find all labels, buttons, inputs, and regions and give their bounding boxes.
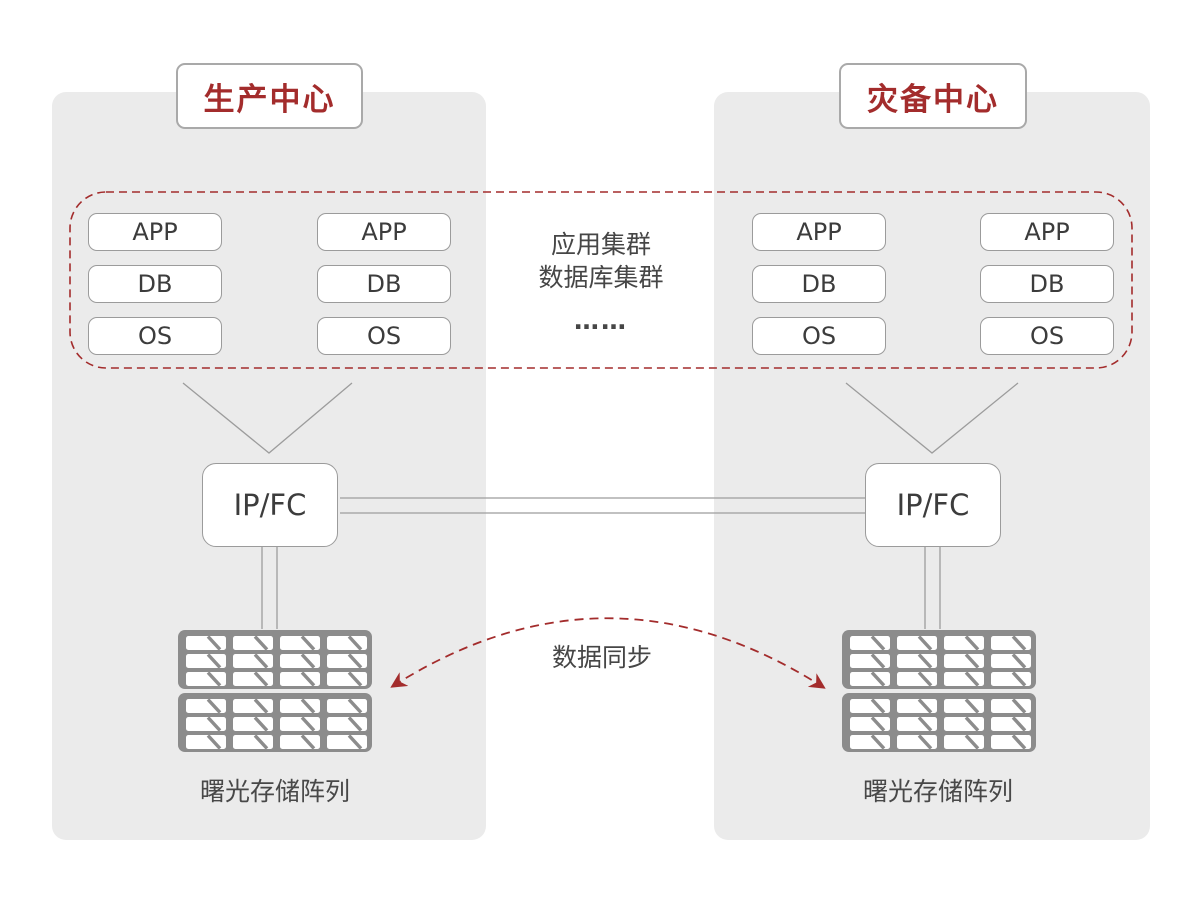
disaster-center-title: 灾备中心 [839,63,1027,129]
os-node: OS [88,317,222,355]
data-sync-label: 数据同步 [551,643,652,672]
cluster-annotation-line2: 数据库集群 [538,263,664,292]
storage-array-icon [842,630,1036,752]
app-node: APP [317,213,451,251]
app-node: APP [980,213,1114,251]
storage-array-label: 曙光存储阵列 [199,777,350,806]
cluster-to-switch-right-connector [845,382,1019,454]
storage-array-icon [178,630,372,752]
db-node: DB [317,265,451,303]
cluster-annotation: 应用集群 数据库集群 …… [500,228,702,337]
production-center-title: 生产中心 [176,63,363,129]
storage-array-label: 曙光存储阵列 [862,777,1013,806]
switch-to-switch-link [340,497,865,514]
db-node: DB [752,265,886,303]
cluster-annotation-line1: 应用集群 [550,230,651,259]
ipfc-switch-node: IP/FC [202,463,338,547]
app-node: APP [88,213,222,251]
switch-to-storage-left-link [261,547,278,629]
switch-to-storage-right-link [924,547,941,629]
cluster-annotation-ellipsis: …… [574,306,628,335]
os-node: OS [317,317,451,355]
ipfc-switch-node: IP/FC [865,463,1001,547]
os-node: OS [752,317,886,355]
os-node: OS [980,317,1114,355]
db-node: DB [88,265,222,303]
cluster-to-switch-left-connector [182,382,353,454]
data-sync-arrow [390,617,826,689]
app-node: APP [752,213,886,251]
cluster-dashed-boundary [69,191,1133,369]
db-node: DB [980,265,1114,303]
